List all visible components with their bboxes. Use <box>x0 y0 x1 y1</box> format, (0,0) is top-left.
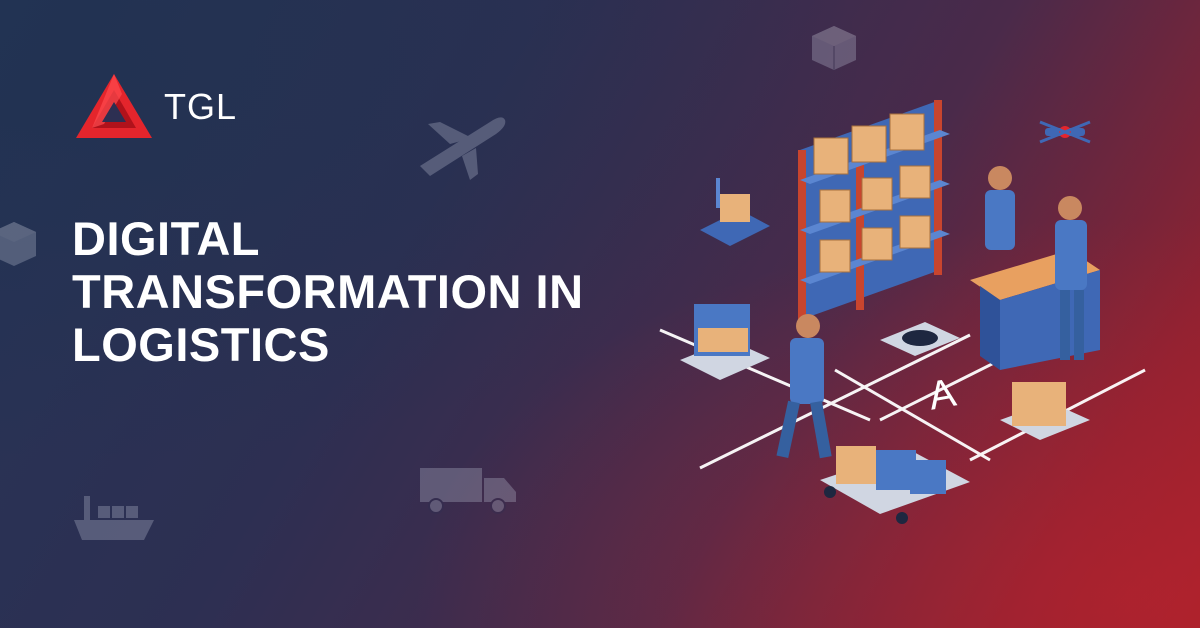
box-icon <box>0 222 36 266</box>
scale-icon <box>700 178 770 246</box>
page-title: DIGITAL TRANSFORMATION IN LOGISTICS <box>72 212 584 371</box>
trolley-cart <box>820 446 970 524</box>
agv-robot <box>880 322 960 356</box>
airplane-icon <box>420 117 506 180</box>
floor-label: A <box>925 371 959 419</box>
tgl-logo-icon <box>76 74 152 138</box>
agv-robot <box>680 304 770 380</box>
worker-figure <box>776 166 1087 459</box>
box-icon <box>812 26 856 70</box>
ship-icon <box>74 496 154 540</box>
title-line-1: DIGITAL <box>72 212 260 265</box>
title-line-3: LOGISTICS <box>72 318 330 371</box>
agv-robot <box>1000 382 1090 440</box>
brand-logo[interactable]: TGL <box>74 72 237 142</box>
warehouse-illustration: A <box>659 100 1146 524</box>
truck-icon <box>420 468 516 514</box>
shelf-unit <box>798 100 950 325</box>
brand-name: TGL <box>164 86 238 127</box>
drone-icon <box>1039 120 1091 144</box>
title-line-2: TRANSFORMATION IN <box>72 265 584 318</box>
